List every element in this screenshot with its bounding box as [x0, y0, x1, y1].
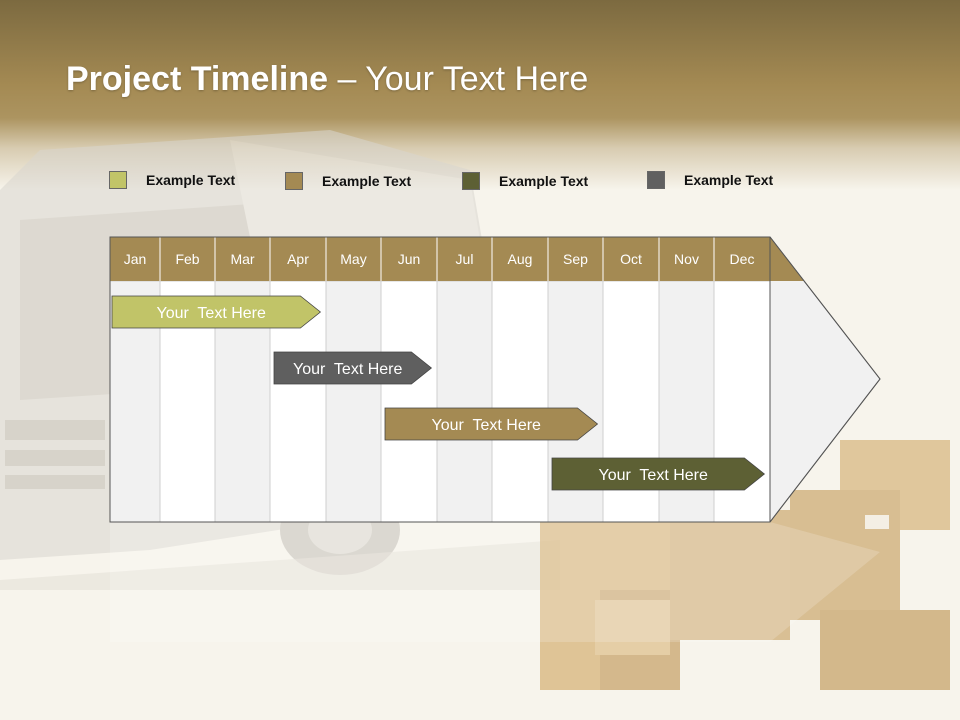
page-title: Project Timeline – Your Text Here [66, 60, 588, 99]
month-label: Aug [508, 251, 533, 267]
legend-item: Example Text [109, 170, 235, 190]
task-arrow [551, 457, 766, 491]
legend-item: Example Text [285, 171, 411, 191]
legend-swatch [285, 172, 303, 190]
month-label: Jun [398, 251, 421, 267]
title-bold: Project Timeline [66, 60, 329, 98]
month-label: Jul [456, 251, 474, 267]
legend-label: Example Text [322, 173, 412, 189]
task-arrow [384, 407, 599, 441]
month-header-strip [110, 237, 804, 281]
month-column [436, 280, 493, 523]
legend-label: Example Text [499, 173, 589, 189]
legend-item: Example Text [462, 171, 588, 191]
task-arrow [273, 351, 433, 385]
legend-swatch [647, 171, 665, 189]
month-label: Mar [230, 251, 254, 267]
task-label: Your Text Here [156, 305, 266, 322]
legend-label: Example Text [684, 172, 774, 188]
legend-item: Example Text [647, 170, 773, 190]
timeline-reflection [110, 522, 880, 642]
month-label: May [340, 251, 366, 267]
month-label: Feb [175, 251, 199, 267]
legend-swatch [109, 171, 127, 189]
timeline-outline [109, 236, 881, 523]
task-arrow [111, 295, 322, 329]
legend-swatch [462, 172, 480, 190]
boxes-image [540, 440, 950, 690]
task-label: Your Text Here [432, 417, 542, 434]
month-column [491, 280, 549, 523]
month-label: Dec [730, 251, 755, 267]
month-label: Oct [620, 251, 642, 267]
month-label: Apr [287, 251, 309, 267]
task-label: Your Text Here [293, 361, 403, 378]
month-column [325, 280, 382, 523]
task-label: Your Text Here [598, 467, 708, 484]
title-rest: – Your Text Here [328, 60, 589, 98]
month-label: Jan [124, 251, 147, 267]
month-column [380, 280, 438, 523]
month-label: Sep [563, 251, 588, 267]
legend-label: Example Text [146, 172, 236, 188]
month-label: Nov [674, 251, 699, 267]
